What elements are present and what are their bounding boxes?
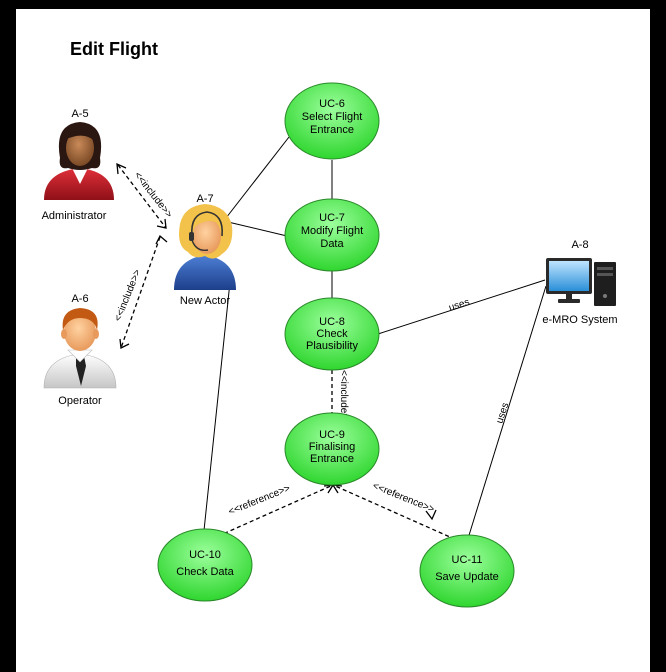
uc10-name: Check Data [176, 566, 234, 578]
actor-administrator[interactable]: A-5 Administrator [42, 108, 114, 222]
actor-operator[interactable]: A-6 Operator [43, 293, 117, 407]
use-case-uc10[interactable]: UC-10 Check Data [157, 528, 253, 602]
uc6-id: UC-6 [319, 98, 345, 110]
assoc-a7-uc7 [227, 221, 288, 237]
uc8-name-line1: Check [316, 328, 348, 340]
label-reference-uc11: <<reference>> [371, 481, 436, 516]
new-actor-id: A-7 [196, 193, 213, 205]
emro-id: A-8 [571, 239, 588, 251]
emro-label: e-MRO System [542, 314, 617, 326]
assoc-a7-uc10 [202, 281, 231, 541]
administrator-icon [44, 122, 114, 200]
arrowhead-uc9-right [331, 484, 343, 494]
arrowhead-a7-top [156, 218, 167, 229]
uc6-name-line1: Select Flight [302, 111, 363, 123]
use-case-uc11[interactable]: UC-11 Save Update [419, 534, 515, 608]
associations [202, 136, 547, 546]
arrowhead-a7-bottom [155, 234, 168, 245]
dep-reference-uc11-uc9 [332, 484, 469, 546]
uc8-name-line2: Plausibility [306, 340, 358, 352]
frame-left-border [0, 0, 16, 672]
uc9-name-line1: Finalising [309, 441, 355, 453]
arrowhead-uc11-mid [425, 509, 437, 521]
uc7-name-line1: Modify Flight [301, 225, 363, 237]
label-uses-uc11: uses [494, 401, 511, 424]
label-include-a6: <<include>> [113, 268, 144, 323]
label-reference-uc10: <<reference>> [227, 483, 292, 518]
operator-id: A-6 [71, 293, 88, 305]
dep-include-a7-a6 [120, 236, 161, 349]
operator-icon [43, 308, 117, 389]
uc11-id: UC-11 [452, 554, 483, 566]
arrowhead-a5 [116, 162, 127, 175]
uc9-id: UC-9 [319, 429, 345, 441]
administrator-id: A-5 [71, 108, 88, 120]
new-actor-label: New Actor [180, 295, 230, 307]
label-uses-uc8: uses [448, 297, 471, 314]
dep-include-a5-a7 [117, 164, 167, 229]
uc8-id: UC-8 [319, 316, 345, 328]
label-include-uc9: <<include>> [338, 370, 349, 425]
actor-new-actor[interactable]: A-7 New Actor [174, 193, 236, 307]
administrator-label: Administrator [42, 210, 107, 222]
uc7-name-line2: Data [320, 238, 344, 250]
use-case-uc8[interactable]: UC-8 Check Plausibility [284, 297, 380, 371]
diagram-title: Edit Flight [70, 39, 158, 59]
uc9-name-line2: Entrance [310, 453, 354, 465]
new-actor-icon [174, 204, 236, 290]
actor-emro-system[interactable]: A-8 e-MRO System [542, 239, 617, 326]
assoc-uc8-a8 [377, 279, 546, 335]
use-case-uc6[interactable]: UC-6 Select Flight Entrance [284, 82, 380, 160]
use-case-uc7[interactable]: UC-7 Modify Flight Data [284, 198, 380, 272]
arrowhead-uc9-left [323, 484, 335, 494]
use-case-uc9[interactable]: UC-9 Finalising Entrance [284, 412, 380, 486]
computer-icon [546, 258, 616, 306]
assoc-a7-uc6 [225, 136, 290, 219]
uc6-name-line2: Entrance [310, 124, 354, 136]
uc7-id: UC-7 [319, 212, 345, 224]
operator-label: Operator [58, 395, 102, 407]
arrowhead-a6 [119, 338, 130, 349]
label-include-a5: <<include>> [132, 170, 175, 220]
assoc-a8-uc11 [465, 285, 547, 546]
uc10-id: UC-10 [189, 549, 221, 561]
frame-top-border [0, 0, 666, 9]
uc11-name: Save Update [435, 571, 499, 583]
frame-right-border [650, 0, 666, 672]
